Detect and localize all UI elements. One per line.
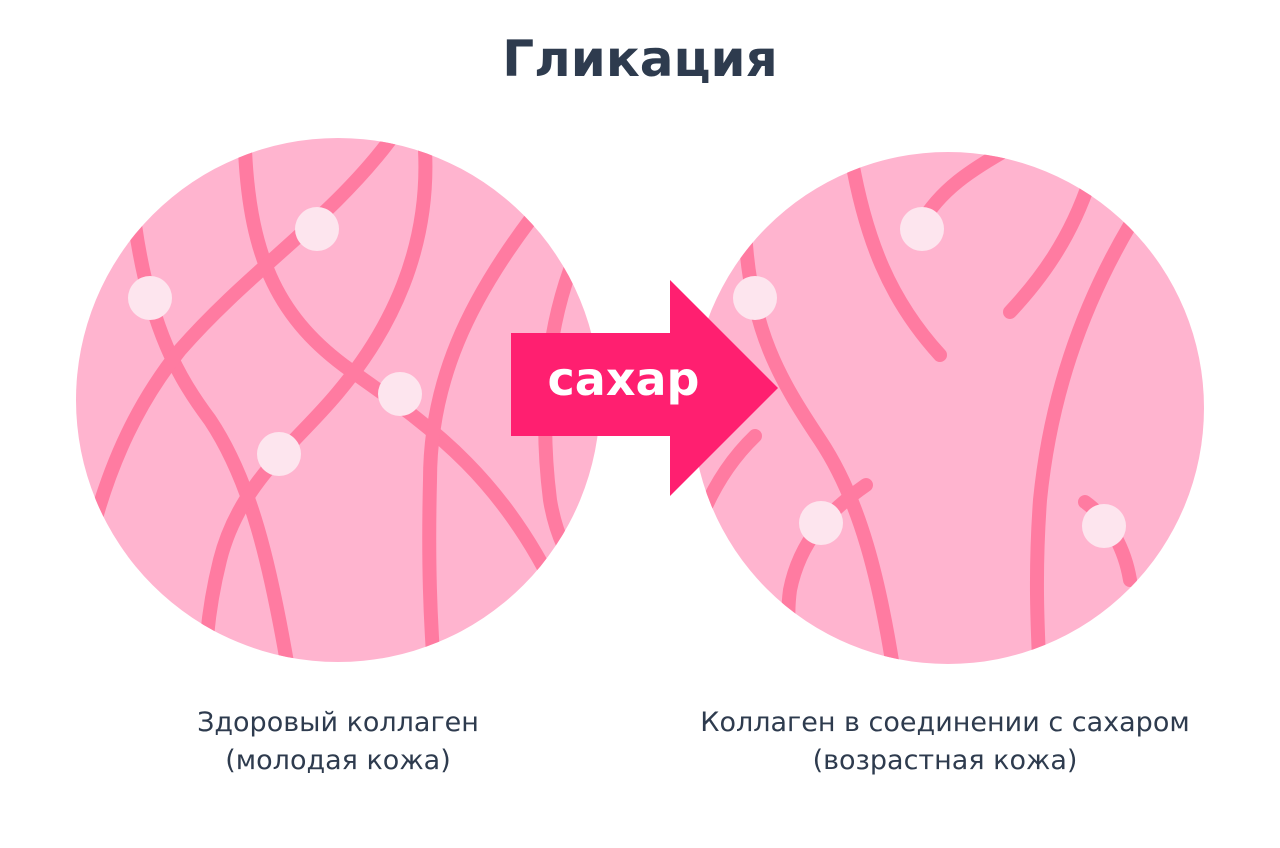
sugar-arrow	[511, 280, 778, 496]
caption-line: Здоровый коллаген	[197, 707, 479, 738]
arrow-label: сахар	[547, 352, 700, 406]
glycated-collagen-caption: Коллаген в соединении с сахаром (возраст…	[640, 704, 1250, 780]
glucose-dots	[733, 207, 1126, 548]
glycated-collagen-circle	[692, 152, 1204, 664]
caption-line: Коллаген в соединении с сахаром	[700, 707, 1190, 738]
glucose-dots	[128, 207, 422, 476]
healthy-collagen-circle	[76, 138, 600, 662]
collagen-fibers	[83, 138, 600, 662]
caption-line: (возрастная кожа)	[812, 745, 1078, 776]
healthy-collagen-caption: Здоровый коллаген (молодая кожа)	[138, 704, 538, 780]
title: Гликация	[502, 30, 778, 88]
caption-line: (молодая кожа)	[225, 745, 451, 776]
